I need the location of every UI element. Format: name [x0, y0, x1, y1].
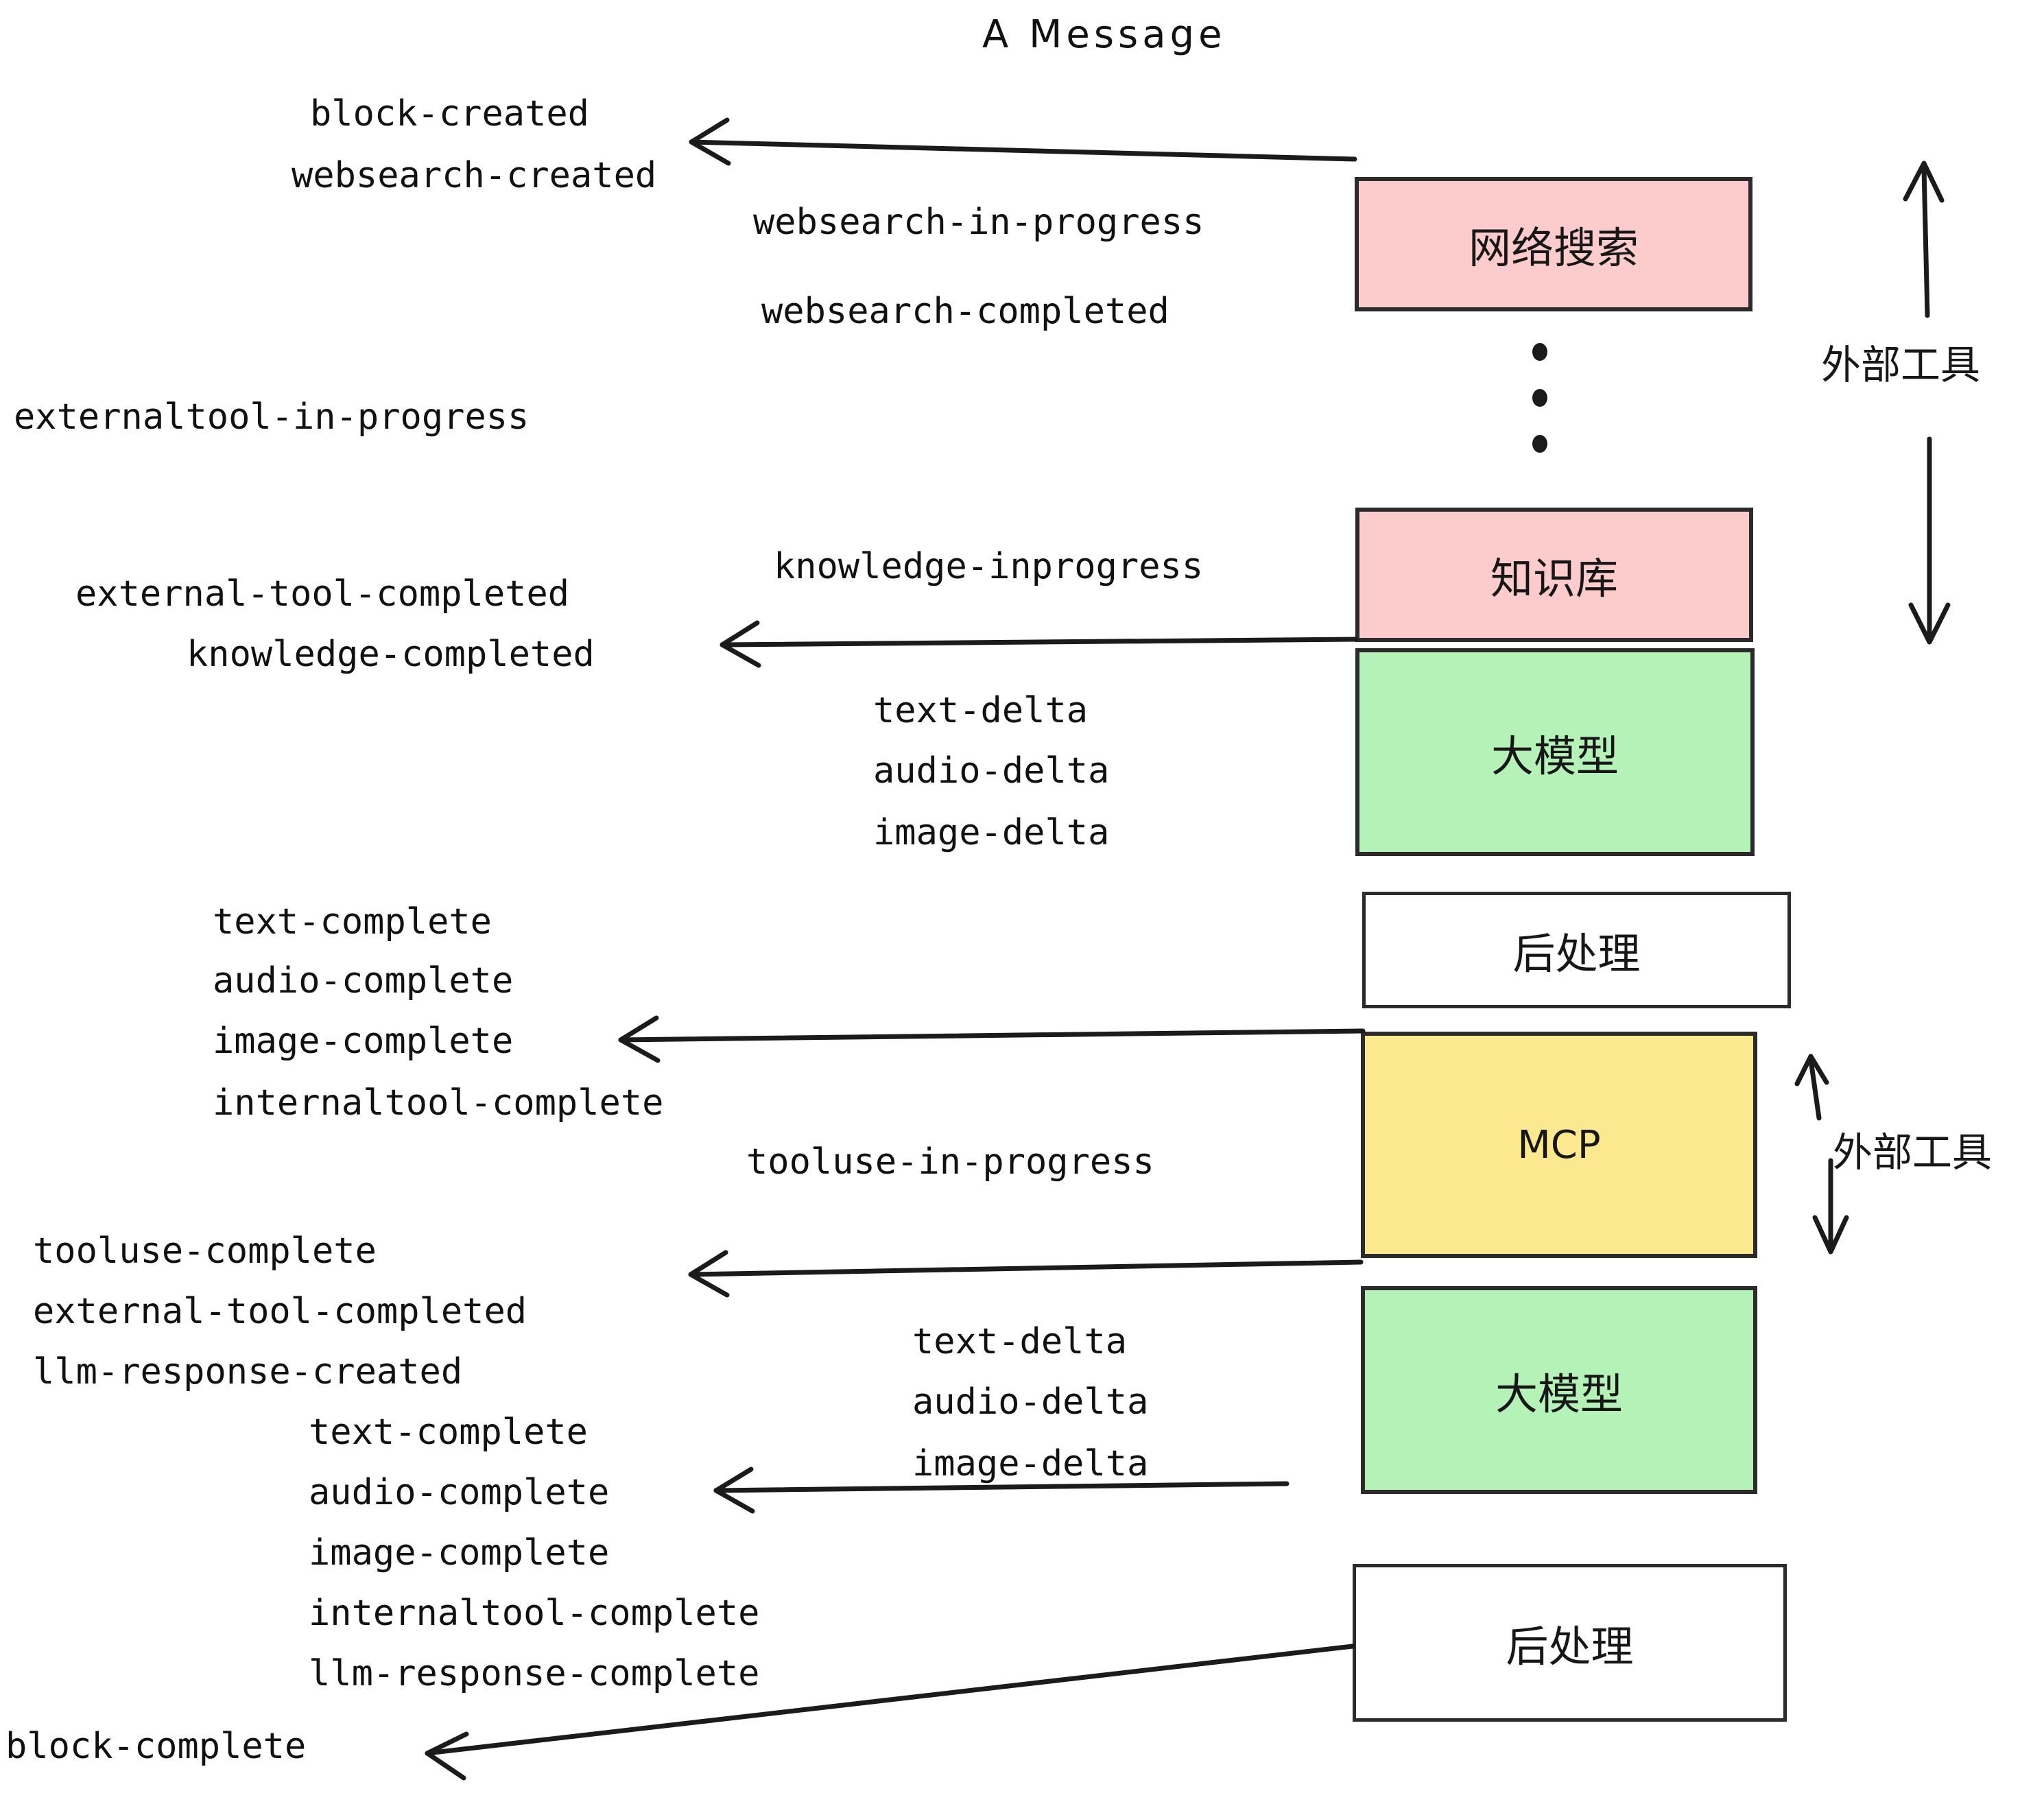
event-label-audio-complete-2: audio-complete	[309, 1472, 610, 1513]
node-llm-bottom[interactable]: 大模型	[1361, 1286, 1757, 1494]
event-label-internaltool-complete-2: internaltool-complete	[309, 1593, 760, 1634]
event-label-external-tool-completed-1: external-tool-completed	[75, 573, 570, 615]
event-label-websearch-in-progress: websearch-in-progress	[753, 202, 1204, 243]
event-label-knowledge-inprogress: knowledge-inprogress	[774, 546, 1204, 587]
node-websearch-label: 网络搜索	[1468, 223, 1639, 273]
node-knowledge-base-label: 知识库	[1490, 554, 1618, 604]
arrow-websearch-to-created	[689, 117, 1357, 166]
node-llm-top-label: 大模型	[1490, 731, 1619, 781]
event-label-block-created: block-created	[310, 93, 589, 134]
event-label-audio-delta-1: audio-delta	[873, 750, 1110, 792]
node-postprocess-top-label: 后处理	[1512, 929, 1641, 979]
node-mcp[interactable]: MCP	[1361, 1032, 1757, 1258]
dot-3	[1532, 435, 1547, 453]
event-label-image-complete-2: image-complete	[309, 1532, 610, 1574]
node-postprocess-top[interactable]: 后处理	[1362, 892, 1791, 1008]
event-label-audio-complete-1: audio-complete	[213, 960, 514, 1001]
event-label-image-delta-2: image-delta	[912, 1443, 1149, 1484]
node-llm-top[interactable]: 大模型	[1355, 648, 1755, 856]
arrow-knowledge-to-completed	[720, 620, 1358, 668]
event-label-externaltool-in-progress: externaltool-in-progress	[14, 396, 530, 438]
group-label-external-tools-top: 外部工具	[1821, 342, 1981, 388]
arrow-mcp-to-tooluse-complete	[688, 1250, 1364, 1298]
event-label-websearch-completed: websearch-completed	[761, 291, 1169, 332]
event-label-tooluse-complete: tooluse-complete	[33, 1231, 377, 1272]
event-label-text-complete-1: text-complete	[213, 901, 492, 942]
event-label-external-tool-completed-2: external-tool-completed	[33, 1291, 527, 1332]
event-label-text-delta-2: text-delta	[912, 1321, 1128, 1362]
event-label-llm-response-complete: llm-response-complete	[309, 1653, 760, 1694]
event-label-image-complete-1: image-complete	[213, 1021, 514, 1062]
event-label-knowledge-completed: knowledge-completed	[187, 634, 595, 675]
event-label-block-complete: block-complete	[5, 1726, 307, 1767]
node-postprocess-bottom-label: 后处理	[1506, 1622, 1634, 1672]
page-title: A Message	[982, 12, 1226, 57]
ellipsis-vertical-dots	[1531, 343, 1549, 453]
event-label-audio-delta-2: audio-delta	[912, 1381, 1149, 1423]
event-label-text-delta-1: text-delta	[873, 690, 1089, 731]
node-mcp-label: MCP	[1517, 1122, 1601, 1167]
node-llm-bottom-label: 大模型	[1495, 1368, 1623, 1419]
node-postprocess-bottom[interactable]: 后处理	[1353, 1564, 1787, 1722]
group-label-external-tools-bottom: 外部工具	[1833, 1129, 1993, 1176]
event-label-text-complete-2: text-complete	[309, 1412, 588, 1453]
node-websearch[interactable]: 网络搜索	[1355, 177, 1752, 311]
arrow-external-tools-top	[1903, 161, 1951, 645]
event-label-llm-response-created: llm-response-created	[33, 1351, 463, 1392]
dot-1	[1532, 343, 1547, 361]
dot-2	[1532, 389, 1547, 407]
event-label-tooluse-in-progress: tooluse-in-progress	[746, 1141, 1154, 1183]
arrow-postprocess-top-to-image-complete	[618, 1015, 1366, 1063]
event-label-internaltool-complete-1: internaltool-complete	[213, 1082, 664, 1124]
node-knowledge-base[interactable]: 知识库	[1355, 508, 1753, 642]
event-label-websearch-created: websearch-created	[292, 155, 657, 196]
event-label-image-delta-1: image-delta	[873, 812, 1110, 853]
